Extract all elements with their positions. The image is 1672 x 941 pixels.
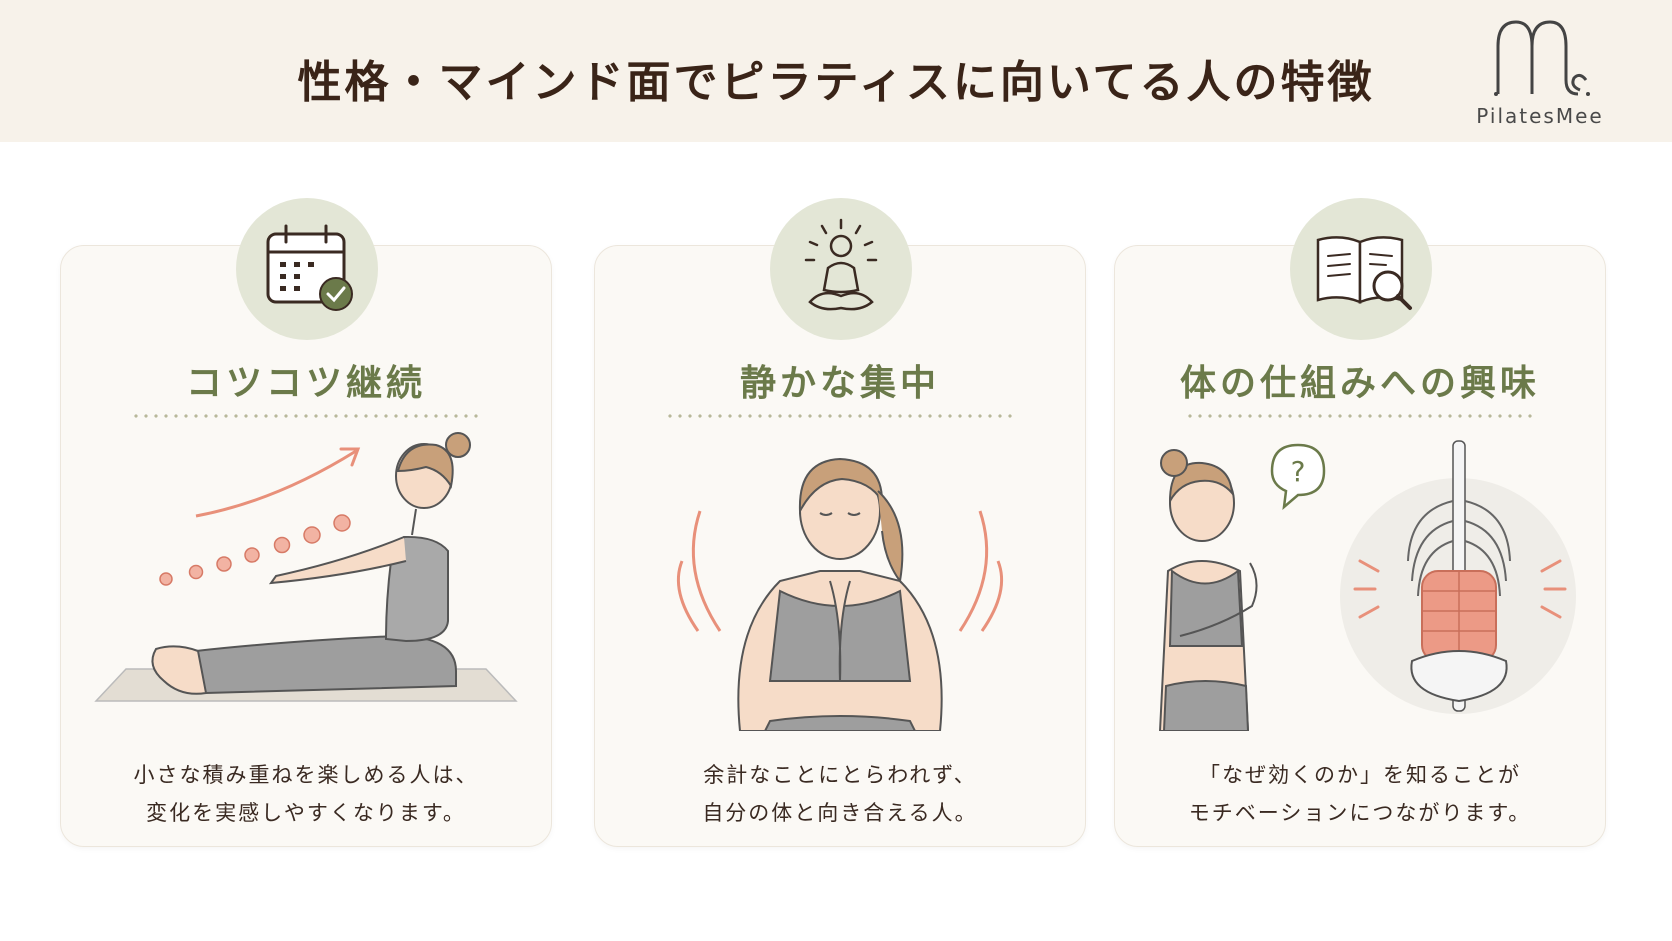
card-body-mechanics: 体の仕組みへの興味 ? 「なぜ効くのか」を知ることが モチベーションにつながりま… xyxy=(1114,198,1606,847)
dotted-divider xyxy=(1185,414,1535,418)
card-description-line: 余計なことにとらわれず、 xyxy=(703,763,977,787)
dotted-divider xyxy=(665,414,1015,418)
question-mark-icon: ? xyxy=(1291,455,1306,488)
logo-text: PilatesMee xyxy=(1476,104,1604,128)
card-icon-badge xyxy=(236,198,378,340)
card-description-line: 変化を実感しやすくなります。 xyxy=(146,801,466,825)
header-band: 性格・マインド面でピラティスに向いてる人の特徴 PilatesMee xyxy=(0,0,1672,142)
card-quiet-focus: 静かな集中 余計なことにとらわれず、 自分の体と向き合える人。 xyxy=(594,198,1086,847)
dotted-divider xyxy=(131,414,481,418)
card-icon-badge xyxy=(1290,198,1432,340)
card-icon-badge xyxy=(770,198,912,340)
logo-mark-icon xyxy=(1494,20,1590,96)
woman-anatomy-illustration: ? xyxy=(1158,440,1576,731)
card-description: 「なぜ効くのか」を知ることが モチベーションにつながります。 xyxy=(1115,756,1605,832)
woman-seated-stretch-illustration xyxy=(94,432,518,702)
book-search-icon xyxy=(1316,236,1412,310)
card-title: 静かな集中 xyxy=(739,363,940,404)
card-description: 余計なことにとらわれず、 自分の体と向き合える人。 xyxy=(595,756,1085,832)
woman-meditating-illustration xyxy=(676,457,1004,731)
card-title: 体の仕組みへの興味 xyxy=(1179,363,1540,404)
pilatesmee-logo: PilatesMee xyxy=(1460,16,1620,132)
card-description-line: モチベーションにつながります。 xyxy=(1188,801,1532,825)
card-title: コツコツ継続 xyxy=(185,363,426,404)
card-description-line: 自分の体と向き合える人。 xyxy=(702,801,978,825)
card-description: 小さな積み重ねを楽しめる人は、 変化を実感しやすくなります。 xyxy=(61,756,551,832)
meditation-icon xyxy=(804,218,878,311)
calendar-check-icon xyxy=(266,224,353,311)
card-consistency: コツコツ継続 小さな積み重ねを楽しめる人は、 変化を実感しやすくなります。 xyxy=(60,198,552,847)
card-description-line: 「なぜ効くのか」を知ることが xyxy=(1199,763,1521,787)
card-description-line: 小さな積み重ねを楽しめる人は、 xyxy=(133,763,479,787)
page-title: 性格・マインド面でピラティスに向いてる人の特徴 xyxy=(297,57,1375,108)
